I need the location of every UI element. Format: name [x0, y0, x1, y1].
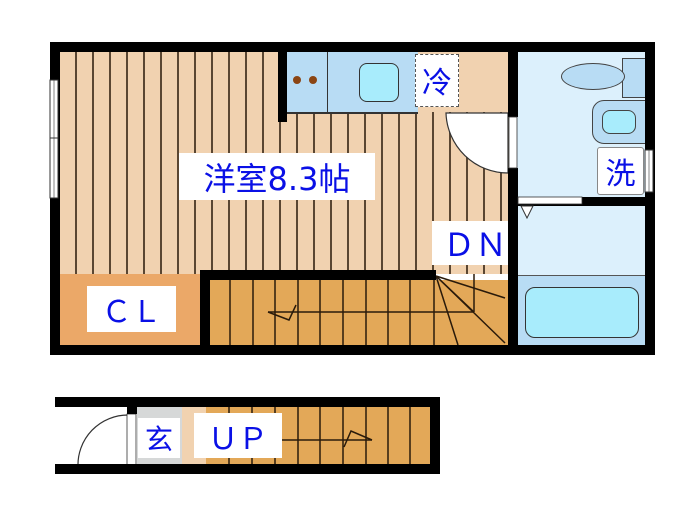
- western-room-label: 洋室8.3帖: [179, 153, 375, 200]
- basin-bowl-icon: [602, 110, 636, 134]
- stairs-down-label: ＤＮ: [432, 221, 518, 265]
- washer-label: 洗: [597, 147, 644, 195]
- entrance-door-icon: [77, 414, 129, 468]
- stove-burner-icon: [293, 76, 301, 84]
- toilet-seat-icon: [561, 63, 625, 90]
- entrance-label: 玄: [138, 418, 180, 458]
- kitchen-sink-icon: [359, 63, 399, 102]
- kitchen-divider: [327, 52, 328, 112]
- stairs-up-label: ＵＰ: [194, 413, 282, 458]
- door-swing-icon: [445, 112, 509, 174]
- door-marker-icon: [520, 205, 534, 220]
- closet-label: ＣＬ: [87, 286, 176, 332]
- refrigerator-space: [415, 54, 459, 107]
- refrigerator-label: 冷: [422, 66, 452, 101]
- stove-burner-icon: [309, 76, 317, 84]
- bathtub-icon: [525, 287, 639, 338]
- stair-treads: [229, 274, 506, 346]
